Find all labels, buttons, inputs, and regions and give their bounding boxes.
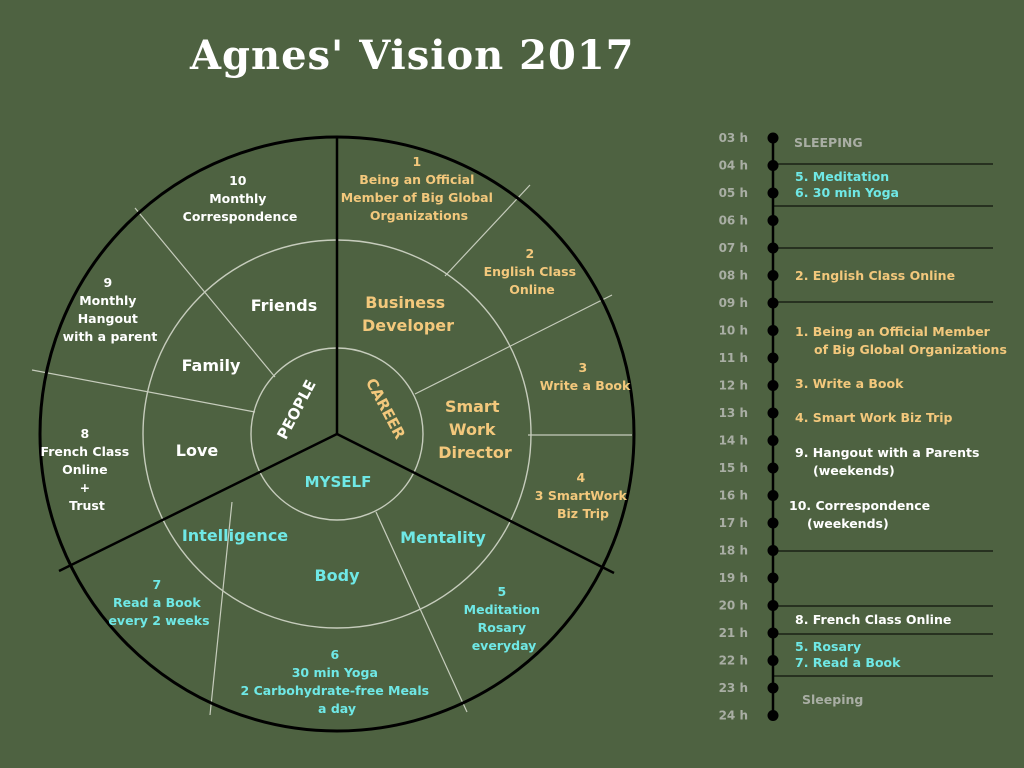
hour-label: 19 h (719, 571, 748, 585)
timeline-write-book: 3. Write a Book (795, 376, 904, 391)
timeline-separators (773, 163, 993, 677)
timeline-yoga: 6. 30 min Yoga (795, 185, 899, 200)
hour-label: 17 h (719, 516, 748, 530)
hour-dot (767, 627, 779, 639)
area-business-developer: Business Developer (362, 293, 454, 335)
goal-dividers (31, 184, 632, 716)
hour-label: 09 h (719, 296, 748, 310)
timeline-meditation: 5. Meditation (795, 169, 889, 184)
timeline-read-book: 7. Read a Book (795, 655, 901, 670)
wheel-structure (31, 135, 636, 733)
hour-dot (767, 710, 779, 721)
goal-3: 3 Write a Book (540, 360, 631, 393)
hour-label: 12 h (719, 379, 748, 393)
hour-label: 14 h (719, 434, 748, 448)
area-family: Family (182, 356, 241, 375)
area-intelligence: Intelligence (182, 526, 288, 545)
goal-8: 8 French Class Online + Trust (40, 426, 133, 513)
timeline-official: 1. Being an Official Member of Big Globa… (795, 324, 1007, 357)
hour-label: 03 h (719, 131, 748, 145)
hour-dot (767, 325, 779, 336)
hour-dot (767, 517, 779, 529)
area-body: Body (314, 566, 360, 585)
hour-label: 05 h (719, 186, 748, 200)
hour-dot (767, 435, 779, 446)
hour-label: 16 h (719, 489, 748, 503)
timeline-rosary: 5. Rosary (795, 639, 861, 654)
timeline-correspondence: 10. Correspondence (weekends) (789, 498, 935, 531)
hour-dot (767, 187, 779, 199)
timeline-english: 2. English Class Online (795, 268, 955, 283)
hour-dot (767, 572, 779, 584)
hour-label: 10 h (719, 324, 748, 338)
hour-label: 15 h (719, 461, 748, 475)
goal-5: 5 Meditation Rosary everyday (464, 584, 545, 653)
hour-label: 20 h (719, 599, 748, 613)
hour-label: 24 h (719, 709, 748, 723)
hour-label: 21 h (719, 626, 748, 640)
area-smart-work-director: Smart Work Director (438, 397, 512, 462)
page-title: Agnes' Vision 2017 (190, 32, 635, 79)
hour-dot (767, 682, 779, 694)
hour-dots (767, 132, 779, 721)
goal-7: 7 Read a Book every 2 weeks (108, 577, 209, 628)
hour-label: 23 h (719, 681, 748, 695)
hour-labels: 03 h 04 h 05 h 06 h 07 h 08 h 09 h 10 h 11 h 12 h… (719, 131, 748, 723)
goal-4: 4 3 SmartWork Biz Trip (535, 470, 631, 521)
hour-label: 04 h (719, 159, 748, 173)
hour-dot (767, 380, 779, 391)
goal-1: 1 Being an Official Member of Big Global… (341, 154, 498, 223)
core-people: PEOPLE (273, 377, 319, 443)
timeline-french: 8. French Class Online (795, 612, 951, 627)
hour-label: 13 h (719, 406, 748, 420)
hour-label: 07 h (719, 241, 748, 255)
hour-label: 18 h (719, 544, 748, 558)
hour-dot (767, 160, 779, 171)
goal-2: 2 English Class Online (484, 246, 581, 297)
timeline-sleeping-bottom: Sleeping (802, 692, 863, 707)
hour-dot (767, 655, 779, 666)
core-myself: MYSELF (305, 473, 372, 491)
area-love: Love (176, 441, 219, 460)
area-friends: Friends (251, 296, 318, 315)
hour-label: 22 h (719, 654, 748, 668)
hour-dot (767, 132, 779, 144)
timeline-sleeping-top: SLEEPING (794, 135, 863, 150)
sector-dividers (58, 137, 615, 575)
hour-dot (767, 270, 779, 281)
hour-dot (767, 352, 779, 364)
hour-dot (767, 407, 779, 419)
timeline-hangout: 9. Hangout with a Parents (weekends) (795, 445, 984, 478)
goal-6: 6 30 min Yoga 2 Carbohydrate-free Meals … (241, 647, 434, 716)
hour-dot (767, 215, 779, 226)
goal-9: 9 Monthly Hangout with a parent (63, 275, 158, 344)
hour-label: 06 h (719, 214, 748, 228)
core-career: CAREER (362, 375, 409, 442)
hour-label: 08 h (719, 269, 748, 283)
hour-dot (767, 490, 779, 501)
timeline: 03 h 04 h 05 h 06 h 07 h 08 h 09 h 10 h 11 h 12 h… (719, 131, 1007, 723)
hour-dot (767, 297, 779, 309)
goal-10: 10 Monthly Correspondence (183, 173, 298, 224)
area-mentality: Mentality (400, 528, 486, 547)
hour-dot (767, 462, 779, 474)
timeline-biz-trip: 4. Smart Work Biz Trip (795, 410, 953, 425)
hour-label: 11 h (719, 351, 748, 365)
